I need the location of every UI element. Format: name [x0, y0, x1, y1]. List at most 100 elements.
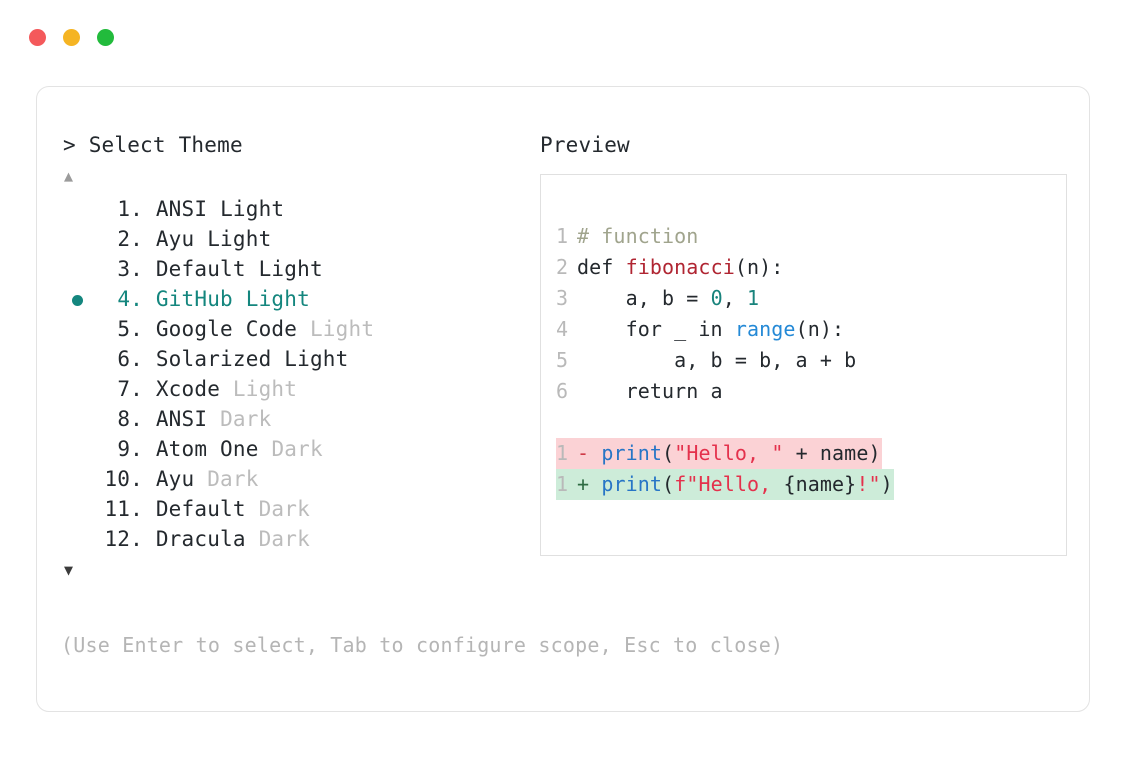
window-maximize-button[interactable]: [97, 29, 114, 46]
theme-list-item[interactable]: 2. Ayu Light: [63, 224, 533, 254]
theme-item-number: 4.: [117, 287, 143, 311]
code-blank-line: [556, 407, 1062, 438]
theme-list-item[interactable]: 10. Ayu Dark: [63, 464, 533, 494]
line-number: 2: [556, 255, 569, 279]
theme-item-variant: Light: [220, 197, 285, 221]
theme-item-variant: Light: [207, 227, 272, 251]
theme-item-number: 5.: [117, 317, 143, 341]
theme-item-variant: Dark: [258, 527, 310, 551]
code-token: {name}: [783, 472, 857, 496]
theme-item-variant: Dark: [220, 407, 272, 431]
code-token: return a: [577, 379, 723, 403]
window-minimize-button[interactable]: [63, 29, 80, 46]
code-token: print: [601, 441, 663, 465]
line-number: 5: [556, 348, 569, 372]
window-traffic-lights: [29, 29, 114, 46]
theme-list-item[interactable]: 6. Solarized Light: [63, 344, 533, 374]
theme-list-item[interactable]: 8. ANSI Dark: [63, 404, 533, 434]
theme-item-variant: Dark: [271, 437, 323, 461]
theme-item-variant: Light: [232, 377, 298, 401]
diff-line-content: 1- print("Hello, " + name): [556, 438, 882, 469]
theme-list-item[interactable]: 5. Google Code Light: [63, 314, 533, 344]
code-token: !": [856, 472, 881, 496]
keyboard-hint: (Use Enter to select, Tab to configure s…: [61, 633, 784, 657]
code-line: 2 def fibonacci(n):: [556, 252, 1062, 283]
theme-item-number: 8.: [117, 407, 143, 431]
code-token: ,: [722, 286, 748, 310]
theme-item-name: Atom One: [155, 437, 259, 461]
theme-item-name: ANSI: [155, 407, 208, 431]
theme-item-name: ANSI: [155, 197, 208, 221]
code-token: "Hello, ": [674, 441, 784, 465]
code-token: a, b =: [577, 286, 711, 310]
code-line: 4 for _ in range(n):: [556, 314, 1062, 345]
theme-item-name: Ayu: [155, 227, 195, 251]
diff-marker-icon: -: [577, 441, 590, 465]
theme-item-name: GitHub: [155, 287, 233, 311]
theme-item-variant: Light: [309, 317, 375, 341]
code-token: range: [734, 317, 796, 341]
code-token: (n):: [795, 317, 845, 341]
line-number: 1: [556, 472, 569, 496]
line-number: 3: [556, 286, 569, 310]
code-line: 5 a, b = b, a + b: [556, 345, 1062, 376]
theme-item-name: Solarized: [155, 347, 272, 371]
code-token: (: [662, 472, 675, 496]
theme-list-item[interactable]: 12. Dracula Dark: [63, 524, 533, 554]
code-line: 1 # function: [556, 221, 1062, 252]
theme-list-item[interactable]: 4. GitHub Light: [63, 284, 533, 314]
theme-item-number: 2.: [117, 227, 143, 251]
diff-line-add: 1+ print(f"Hello, {name}!"): [556, 469, 1062, 500]
code-line: 6 return a: [556, 376, 1062, 407]
theme-item-name: Ayu: [155, 467, 195, 491]
code-token: 0: [710, 286, 723, 310]
theme-list-item[interactable]: 1. ANSI Light: [63, 194, 533, 224]
line-number: 1: [556, 441, 569, 465]
theme-item-number: 9.: [117, 437, 143, 461]
theme-item-name: Default: [155, 257, 246, 281]
theme-item-variant: Light: [245, 287, 310, 311]
theme-item-number: 12.: [104, 527, 143, 551]
theme-item-number: 11.: [104, 497, 143, 521]
theme-item-variant: Dark: [258, 497, 310, 521]
scroll-down-icon[interactable]: ▼: [64, 561, 74, 579]
theme-list-item[interactable]: 9. Atom One Dark: [63, 434, 533, 464]
code-token: for _ in: [577, 317, 735, 341]
line-number: 1: [556, 224, 569, 248]
code-token: # function: [577, 224, 699, 248]
theme-list-item[interactable]: 11. Default Dark: [63, 494, 533, 524]
code-token: 1: [747, 286, 760, 310]
theme-item-name: Default: [155, 497, 246, 521]
code-token: fibonacci: [625, 255, 735, 279]
scroll-up-icon[interactable]: ▲: [64, 167, 74, 185]
code-token: def: [577, 255, 626, 279]
theme-list-item[interactable]: 3. Default Light: [63, 254, 533, 284]
theme-item-name: Google Code: [155, 317, 298, 341]
prompt-row: > Select Theme: [63, 132, 533, 158]
theme-item-variant: Light: [258, 257, 323, 281]
code-token: a, b = b, a + b: [577, 348, 857, 372]
diff-line-content: 1+ print(f"Hello, {name}!"): [556, 469, 894, 500]
theme-item-variant: Light: [284, 347, 349, 371]
theme-item-number: 7.: [117, 377, 143, 401]
theme-list-item[interactable]: 7. Xcode Light: [63, 374, 533, 404]
theme-item-number: 3.: [117, 257, 143, 281]
line-number: 4: [556, 317, 569, 341]
code-token: (: [662, 441, 675, 465]
theme-item-number: 10.: [104, 467, 143, 491]
theme-item-name: Xcode: [155, 377, 221, 401]
selected-bullet-icon: [72, 295, 83, 306]
theme-item-variant: Dark: [207, 467, 259, 491]
code-token: print: [601, 472, 663, 496]
window-close-button[interactable]: [29, 29, 46, 46]
code-token: (n):: [734, 255, 784, 279]
code-line: 3 a, b = 0, 1: [556, 283, 1062, 314]
diff-line-del: 1- print("Hello, " + name): [556, 438, 1062, 469]
theme-item-number: 1.: [117, 197, 143, 221]
theme-item-number: 6.: [117, 347, 143, 371]
